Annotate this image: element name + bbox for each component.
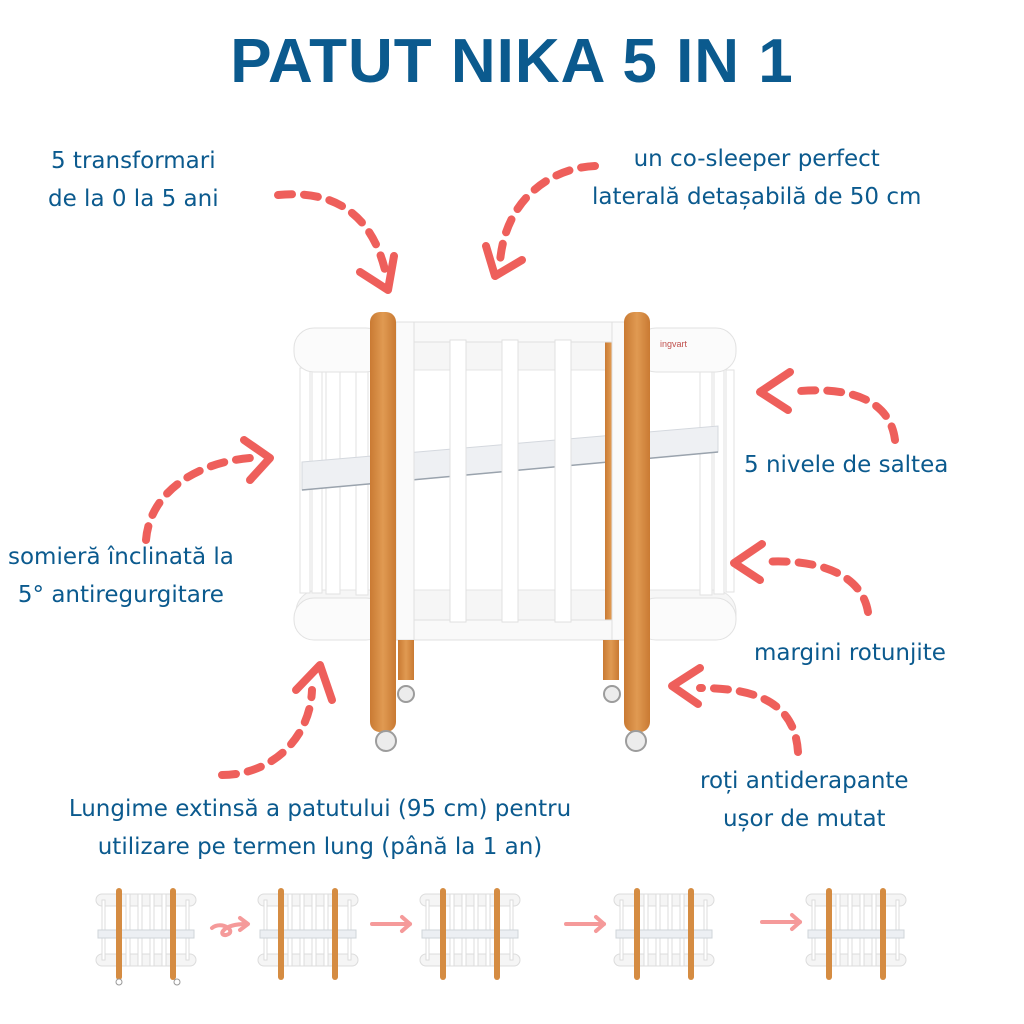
step-4-low-crib — [613, 887, 715, 981]
feature-text-line: 5 nivele de saltea — [744, 452, 949, 478]
feature-text-line: un co-sleeper perfect — [633, 146, 880, 172]
feature-text-line: Lungime extinsă a patutului (95 cm) pent… — [68, 796, 572, 822]
feature-text-line: laterală detașabilă de 50 cm — [592, 184, 922, 210]
feature-text-line: margini rotunjite — [754, 640, 946, 666]
feature-wheels: roți antiderapante ușor de mutat — [700, 762, 909, 838]
arrow-rounded-edges — [758, 557, 872, 616]
feature-rounded-edges: margini rotunjite — [754, 634, 946, 672]
feature-text-line: somieră înclinată la — [8, 544, 234, 570]
feature-text-line: 5° antiregurgitare — [17, 582, 224, 608]
feature-text-line: 5 transformari — [50, 148, 216, 174]
feature-transformations: 5 transformari de la 0 la 5 ani — [48, 142, 219, 218]
step-2-co-sleeper — [257, 887, 359, 981]
brand-label: ingvart — [660, 339, 688, 349]
feature-text-line: utilizare pe termen lung (până la 1 an) — [97, 834, 543, 860]
step-3-extended-crib — [419, 887, 521, 981]
arrow-wheels — [696, 684, 802, 756]
arrow-transformations — [274, 190, 389, 274]
feature-mattress-levels: 5 nivele de saltea — [744, 446, 948, 484]
feature-co-sleeper: un co-sleeper perfect laterală detașabil… — [592, 140, 921, 216]
step-1-oval-crib — [95, 887, 197, 986]
feature-text-line: roți antiderapante — [700, 768, 909, 794]
arrow-inclined-base — [142, 454, 254, 544]
arrow-mattress-levels — [786, 386, 899, 444]
feature-text-line: de la 0 la 5 ani — [48, 186, 219, 212]
page-title: PATUT NIKA 5 IN 1 — [230, 27, 794, 96]
arrow-co-sleeper — [496, 162, 599, 266]
feature-inclined-base: somieră înclinată la 5° antiregurgitare — [8, 538, 234, 614]
step-5-toddler-bed — [805, 887, 907, 981]
arrow-extended-length — [218, 686, 316, 779]
step-arrow-1 — [210, 922, 248, 937]
feature-extended-length: Lungime extinsă a patutului (95 cm) pent… — [6, 790, 634, 866]
feature-text-line: ușor de mutat — [722, 806, 886, 832]
